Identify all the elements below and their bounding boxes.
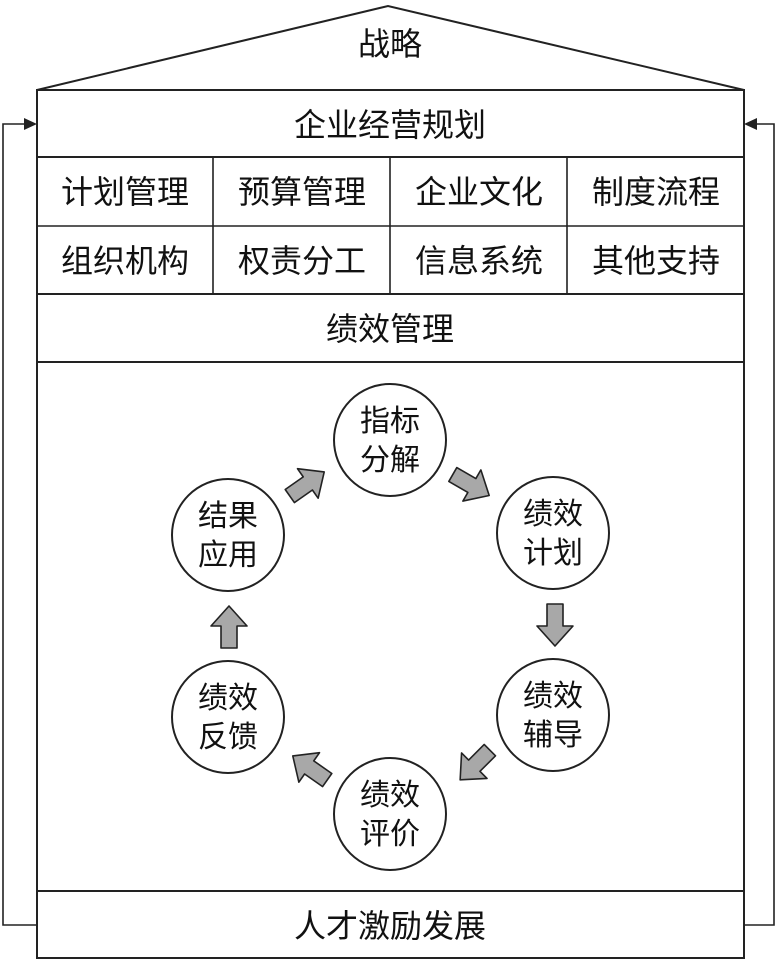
cycle-node-performance-coaching: 绩效 辅导 xyxy=(496,658,610,772)
roof-outline xyxy=(36,4,745,91)
right-feedback-arrowhead xyxy=(744,118,757,130)
foundation-title: 人才激励发展 xyxy=(294,907,486,945)
node-label-line2: 计划 xyxy=(523,536,583,571)
node-label-line1: 结果 xyxy=(198,499,258,534)
cycle-arrow-6 xyxy=(284,467,326,504)
planning-title: 企业经营规划 xyxy=(294,106,486,144)
cycle-arrow-1 xyxy=(448,466,490,502)
support-cell: 权责分工 xyxy=(238,242,366,280)
cycle-arrow-5 xyxy=(210,605,248,649)
cycle-arrow-2 xyxy=(536,603,574,647)
node-label-line2: 反馈 xyxy=(198,720,258,755)
left-feedback-line xyxy=(2,123,37,926)
cycle-node-result-application: 结果 应用 xyxy=(171,478,285,592)
right-feedback-line xyxy=(744,123,775,926)
cycle-node-indicator-decomposition: 指标 分解 xyxy=(333,383,447,497)
node-label-line2: 应用 xyxy=(198,538,258,573)
support-cell: 企业文化 xyxy=(415,173,543,211)
support-cell: 信息系统 xyxy=(415,242,543,280)
node-label-line2: 分解 xyxy=(360,443,420,478)
cycle-node-performance-feedback: 绩效 反馈 xyxy=(171,660,285,774)
node-label-line1: 绩效 xyxy=(523,679,583,714)
cycle-arrow-4 xyxy=(291,751,333,788)
left-feedback-arrowhead xyxy=(24,118,37,130)
support-cell: 组织机构 xyxy=(61,242,189,280)
cycle-arrow-3 xyxy=(459,743,497,781)
node-label-line1: 绩效 xyxy=(198,681,258,716)
support-cell: 预算管理 xyxy=(238,173,366,211)
support-cell: 计划管理 xyxy=(61,173,189,211)
node-label-line1: 绩效 xyxy=(523,497,583,532)
node-label-line1: 指标 xyxy=(360,404,420,439)
cycle-node-performance-plan: 绩效 计划 xyxy=(496,476,610,590)
node-label-line1: 绩效 xyxy=(360,778,420,813)
house-frame xyxy=(36,89,745,959)
node-label-line2: 辅导 xyxy=(523,718,583,753)
cycle-node-performance-evaluation: 绩效 评价 xyxy=(333,757,447,871)
roof-title: 战略 xyxy=(358,25,422,63)
node-label-line2: 评价 xyxy=(360,817,420,852)
performance-title: 绩效管理 xyxy=(326,310,454,348)
support-cell: 其他支持 xyxy=(592,242,720,280)
support-cell: 制度流程 xyxy=(592,173,720,211)
